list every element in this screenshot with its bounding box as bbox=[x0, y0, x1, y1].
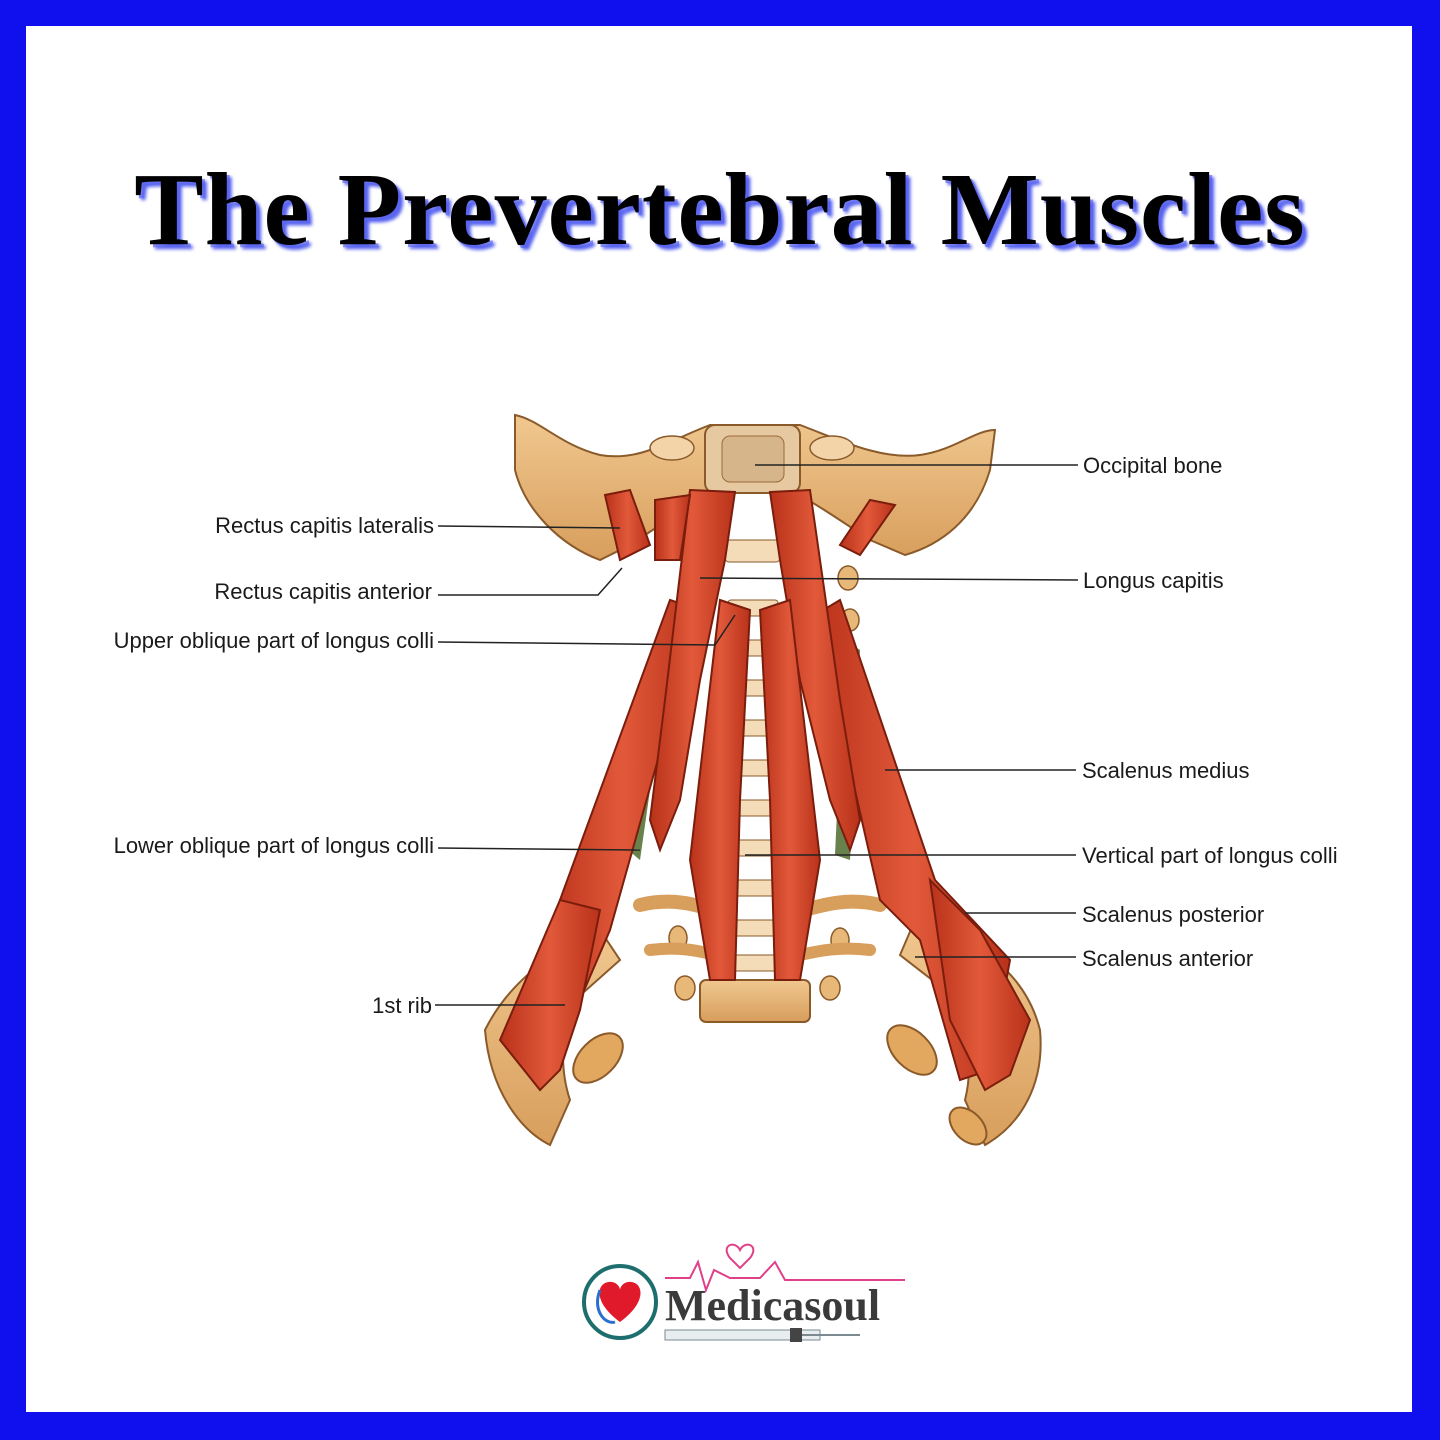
medicasoul-logo bbox=[582, 1243, 905, 1342]
label-upper-oblique-longus-colli: Upper oblique part of longus colli bbox=[113, 628, 434, 653]
label-longus-capitis: Longus capitis bbox=[1083, 568, 1224, 593]
page-title: The Prevertebral Muscles bbox=[134, 152, 1306, 267]
rectus-capitis-muscles bbox=[603, 488, 897, 562]
leader-lines bbox=[435, 464, 1079, 1006]
label-vertical-longus-colli: Vertical part of longus colli bbox=[1082, 843, 1338, 868]
label-occipital-bone: Occipital bone bbox=[1083, 453, 1223, 478]
label-rectus-capitis-lateralis: Rectus capitis lateralis bbox=[215, 513, 434, 538]
label-rectus-capitis-anterior: Rectus capitis anterior bbox=[214, 579, 432, 604]
label-first-rib: 1st rib bbox=[372, 993, 432, 1018]
logo-text: Medicasoul bbox=[665, 1281, 881, 1330]
label-scalenus-posterior: Scalenus posterior bbox=[1082, 902, 1265, 927]
label-scalenus-medius: Scalenus medius bbox=[1082, 758, 1250, 783]
label-scalenus-anterior: Scalenus anterior bbox=[1082, 946, 1254, 971]
longus-muscles bbox=[648, 488, 862, 981]
scalene-muscles bbox=[498, 598, 1032, 1092]
label-lower-oblique-longus-colli: Lower oblique part of longus colli bbox=[113, 833, 434, 858]
occipital-bone-shape bbox=[514, 413, 997, 562]
